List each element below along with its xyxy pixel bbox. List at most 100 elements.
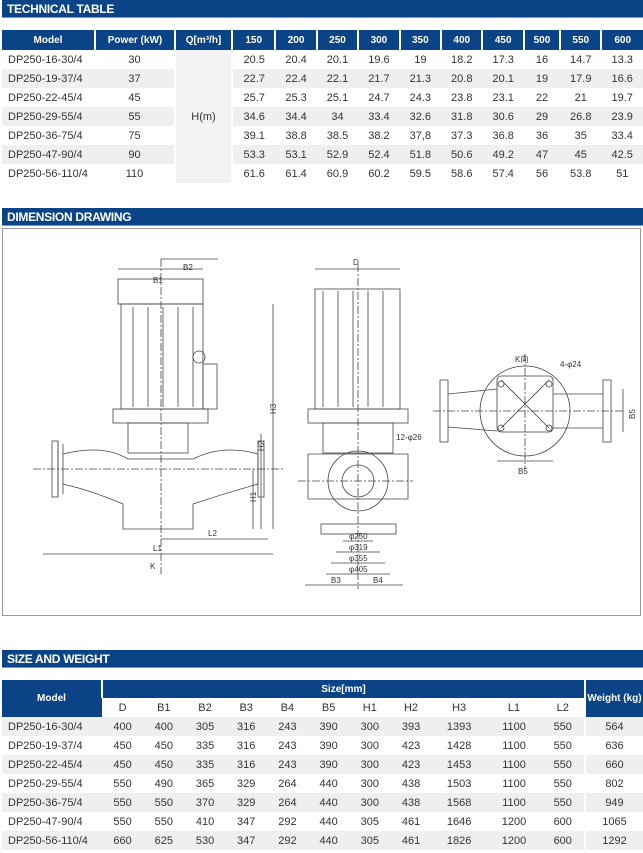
head-value-cell: 23.9 — [601, 107, 643, 126]
dim-value-cell: 390 — [308, 755, 350, 774]
dim-value-cell: 243 — [266, 717, 309, 736]
label-h2: H2 — [257, 440, 266, 451]
header-dim-h1: H1 — [349, 698, 391, 717]
label-b4: B4 — [373, 576, 383, 585]
head-value-cell: 23.8 — [451, 91, 473, 104]
dim-value-cell: 347 — [225, 831, 267, 850]
dim-value-cell: 316 — [225, 717, 267, 736]
head-value-cell: 42.5 — [601, 145, 643, 164]
weight-cell: 564 — [584, 717, 643, 736]
dim-value-cell: 335 — [195, 739, 215, 752]
label-h3: H3 — [269, 403, 278, 414]
dim-value-cell: 1200 — [486, 831, 542, 850]
header-dim-b1: B1 — [143, 698, 185, 717]
dim-value-cell: 335 — [184, 755, 226, 774]
header-flow-600: 600 — [600, 30, 643, 50]
head-value-cell: 39.1 — [243, 129, 265, 142]
head-value-cell: 25.1 — [326, 91, 349, 104]
head-value-cell: 21 — [574, 91, 587, 104]
head-value-cell: 19 — [523, 69, 561, 88]
dim-value-cell: 264 — [278, 777, 297, 790]
dim-value-cell: 600 — [553, 815, 572, 828]
dim-value-cell: 440 — [319, 815, 338, 828]
head-value-cell: 19 — [414, 53, 427, 66]
head-value-cell: 37,8 — [409, 129, 432, 142]
dim-value-cell: 1428 — [446, 739, 472, 752]
pump-side-view — [33, 258, 283, 574]
dim-value-cell: 423 — [390, 755, 432, 774]
dim-value-cell: 530 — [184, 831, 226, 850]
dim-value-cell: 1568 — [431, 793, 487, 812]
head-value-cell: 35 — [574, 129, 587, 142]
dim-value-cell: 450 — [102, 755, 144, 774]
dim-value-cell: 550 — [553, 739, 572, 752]
label-b5-side: B5 — [628, 409, 637, 419]
head-value-cell: 49.2 — [482, 145, 524, 164]
dim-value-cell: 1453 — [431, 755, 487, 774]
head-value-cell: 19.6 — [368, 53, 390, 66]
head-value-cell: 25.7 — [243, 91, 265, 104]
dim-value-cell: 300 — [349, 755, 391, 774]
head-value-cell: 19.7 — [611, 91, 633, 104]
label-12-holes: 12-φ26 — [396, 433, 422, 442]
dim-value-cell: 1100 — [486, 793, 542, 812]
head-value-cell: 20.5 — [243, 53, 265, 66]
head-value-cell: 34.4 — [275, 107, 317, 126]
head-value-cell: 45 — [560, 145, 602, 164]
model-cell: DP250-29-55/4 — [2, 107, 95, 126]
head-value-cell: 21.7 — [358, 69, 400, 88]
dim-value-cell: 1826 — [431, 831, 487, 850]
label-b3: B3 — [331, 576, 341, 585]
dim-value-cell: 390 — [319, 739, 338, 752]
label-phi355: φ355 — [349, 554, 368, 563]
model-cell: DP250-16-30/4 — [2, 717, 102, 736]
dim-value-cell: 264 — [266, 793, 309, 812]
pump-top-view-k — [433, 354, 624, 469]
dim-value-cell: 461 — [401, 815, 421, 828]
label-phi405: φ405 — [349, 565, 368, 574]
dim-value-cell: 243 — [278, 739, 297, 752]
label-phi319: φ319 — [349, 543, 368, 552]
head-value-cell: 47 — [523, 145, 561, 164]
weight-cell: 949 — [584, 793, 643, 812]
head-value-cell: 20.1 — [326, 53, 349, 66]
head-value-cell: 56 — [535, 167, 549, 180]
dim-value-cell: 329 — [225, 793, 267, 812]
model-cell: DP250-19-37/4 — [8, 739, 83, 752]
dim-value-cell: 550 — [541, 717, 585, 736]
header-flow: Q[m³/h] — [174, 30, 232, 50]
model-cell: DP250-47-90/4 — [8, 815, 83, 828]
head-value-cell: 17.9 — [560, 69, 602, 88]
dim-value-cell: 550 — [113, 777, 132, 790]
head-value-cell: 36 — [535, 129, 549, 142]
label-l2: L2 — [208, 529, 217, 538]
power-cell: 110 — [125, 167, 144, 180]
model-cell: DP250-16-30/4 — [8, 53, 83, 66]
dim-value-cell: 1100 — [502, 777, 526, 790]
head-value-cell: 52.4 — [358, 145, 400, 164]
label-k: K — [150, 562, 156, 571]
dim-value-cell: 292 — [278, 815, 297, 828]
header-flow-500: 500 — [522, 30, 561, 50]
head-value-cell: 14.7 — [570, 53, 592, 66]
dim-value-cell: 316 — [225, 755, 267, 774]
dim-value-cell: 625 — [143, 831, 185, 850]
dim-value-cell: 347 — [237, 815, 256, 828]
weight-cell: 802 — [584, 774, 643, 793]
dim-value-cell: 1646 — [446, 815, 472, 828]
head-value-cell: 61.4 — [285, 167, 307, 180]
label-phi250: φ250 — [349, 532, 368, 541]
header-dim-b4: B4 — [266, 698, 309, 717]
dim-value-cell: 305 — [349, 831, 391, 850]
head-value-cell: 59.5 — [409, 167, 432, 180]
head-value-cell: 60.9 — [326, 167, 349, 180]
